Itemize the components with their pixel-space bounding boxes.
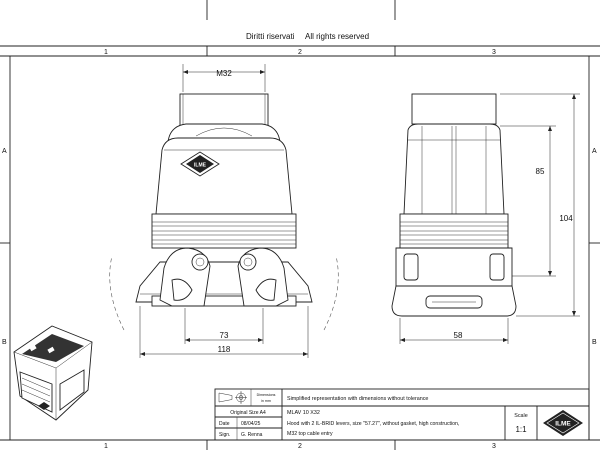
side-view [391,93,517,317]
column-label-3-bottom: 3 [492,443,496,450]
ilme-logo-icon: ILME [180,151,220,177]
row-label-b-right: B [592,339,597,346]
row-label-b: B [2,339,7,346]
date-value: 08/04/25 [241,421,261,427]
original-size: Original Size A4 [230,410,266,416]
product-description-line-1: Hood with 2 IL-BRID levers, size "57.27"… [287,421,459,427]
tolerance-note: Simplified representation with dimension… [287,396,428,402]
front-view: ILME [109,93,339,331]
scale-label: Scale [514,413,528,419]
column-label-2-bottom: 2 [298,443,302,450]
title-block [214,388,590,441]
svg-text:ILME: ILME [194,163,207,169]
side-dimensions [399,93,580,344]
dimensions-label: Dimensions [257,393,276,397]
dim-width-outer: 118 [218,345,231,354]
rights-reserved-it: Diritti riservati [246,32,295,41]
dimensions-unit: in mm [261,399,271,403]
rights-reserved-en: All rights reserved [305,32,369,41]
date-label: Date [219,421,230,427]
column-label-2: 2 [298,49,302,56]
front-dimensions [139,64,309,358]
ilme-logo-text: ILME [555,421,571,428]
dim-width-inner: 73 [220,331,229,340]
sign-label: Sign. [219,432,230,438]
column-label-3: 3 [492,49,496,56]
dim-depth: 58 [454,331,463,340]
dim-height-total: 104 [559,214,573,223]
product-description-line-2: M32 top cable entry [287,431,333,437]
dim-height-body: 85 [536,167,545,176]
row-label-a-right: A [592,148,597,155]
isometric-preview [13,325,93,421]
scale-value: 1:1 [515,425,527,434]
row-label-a: A [2,148,7,155]
product-code: MLAV 10 X32 [287,410,320,416]
projection-symbol-icon [218,391,247,404]
column-label-1-bottom: 1 [104,443,108,450]
sign-value: G. Renna [241,432,263,438]
ilme-brand-logo-icon: ILME [543,410,583,436]
column-label-1: 1 [104,49,108,56]
dim-cable-entry: M32 [216,69,232,78]
